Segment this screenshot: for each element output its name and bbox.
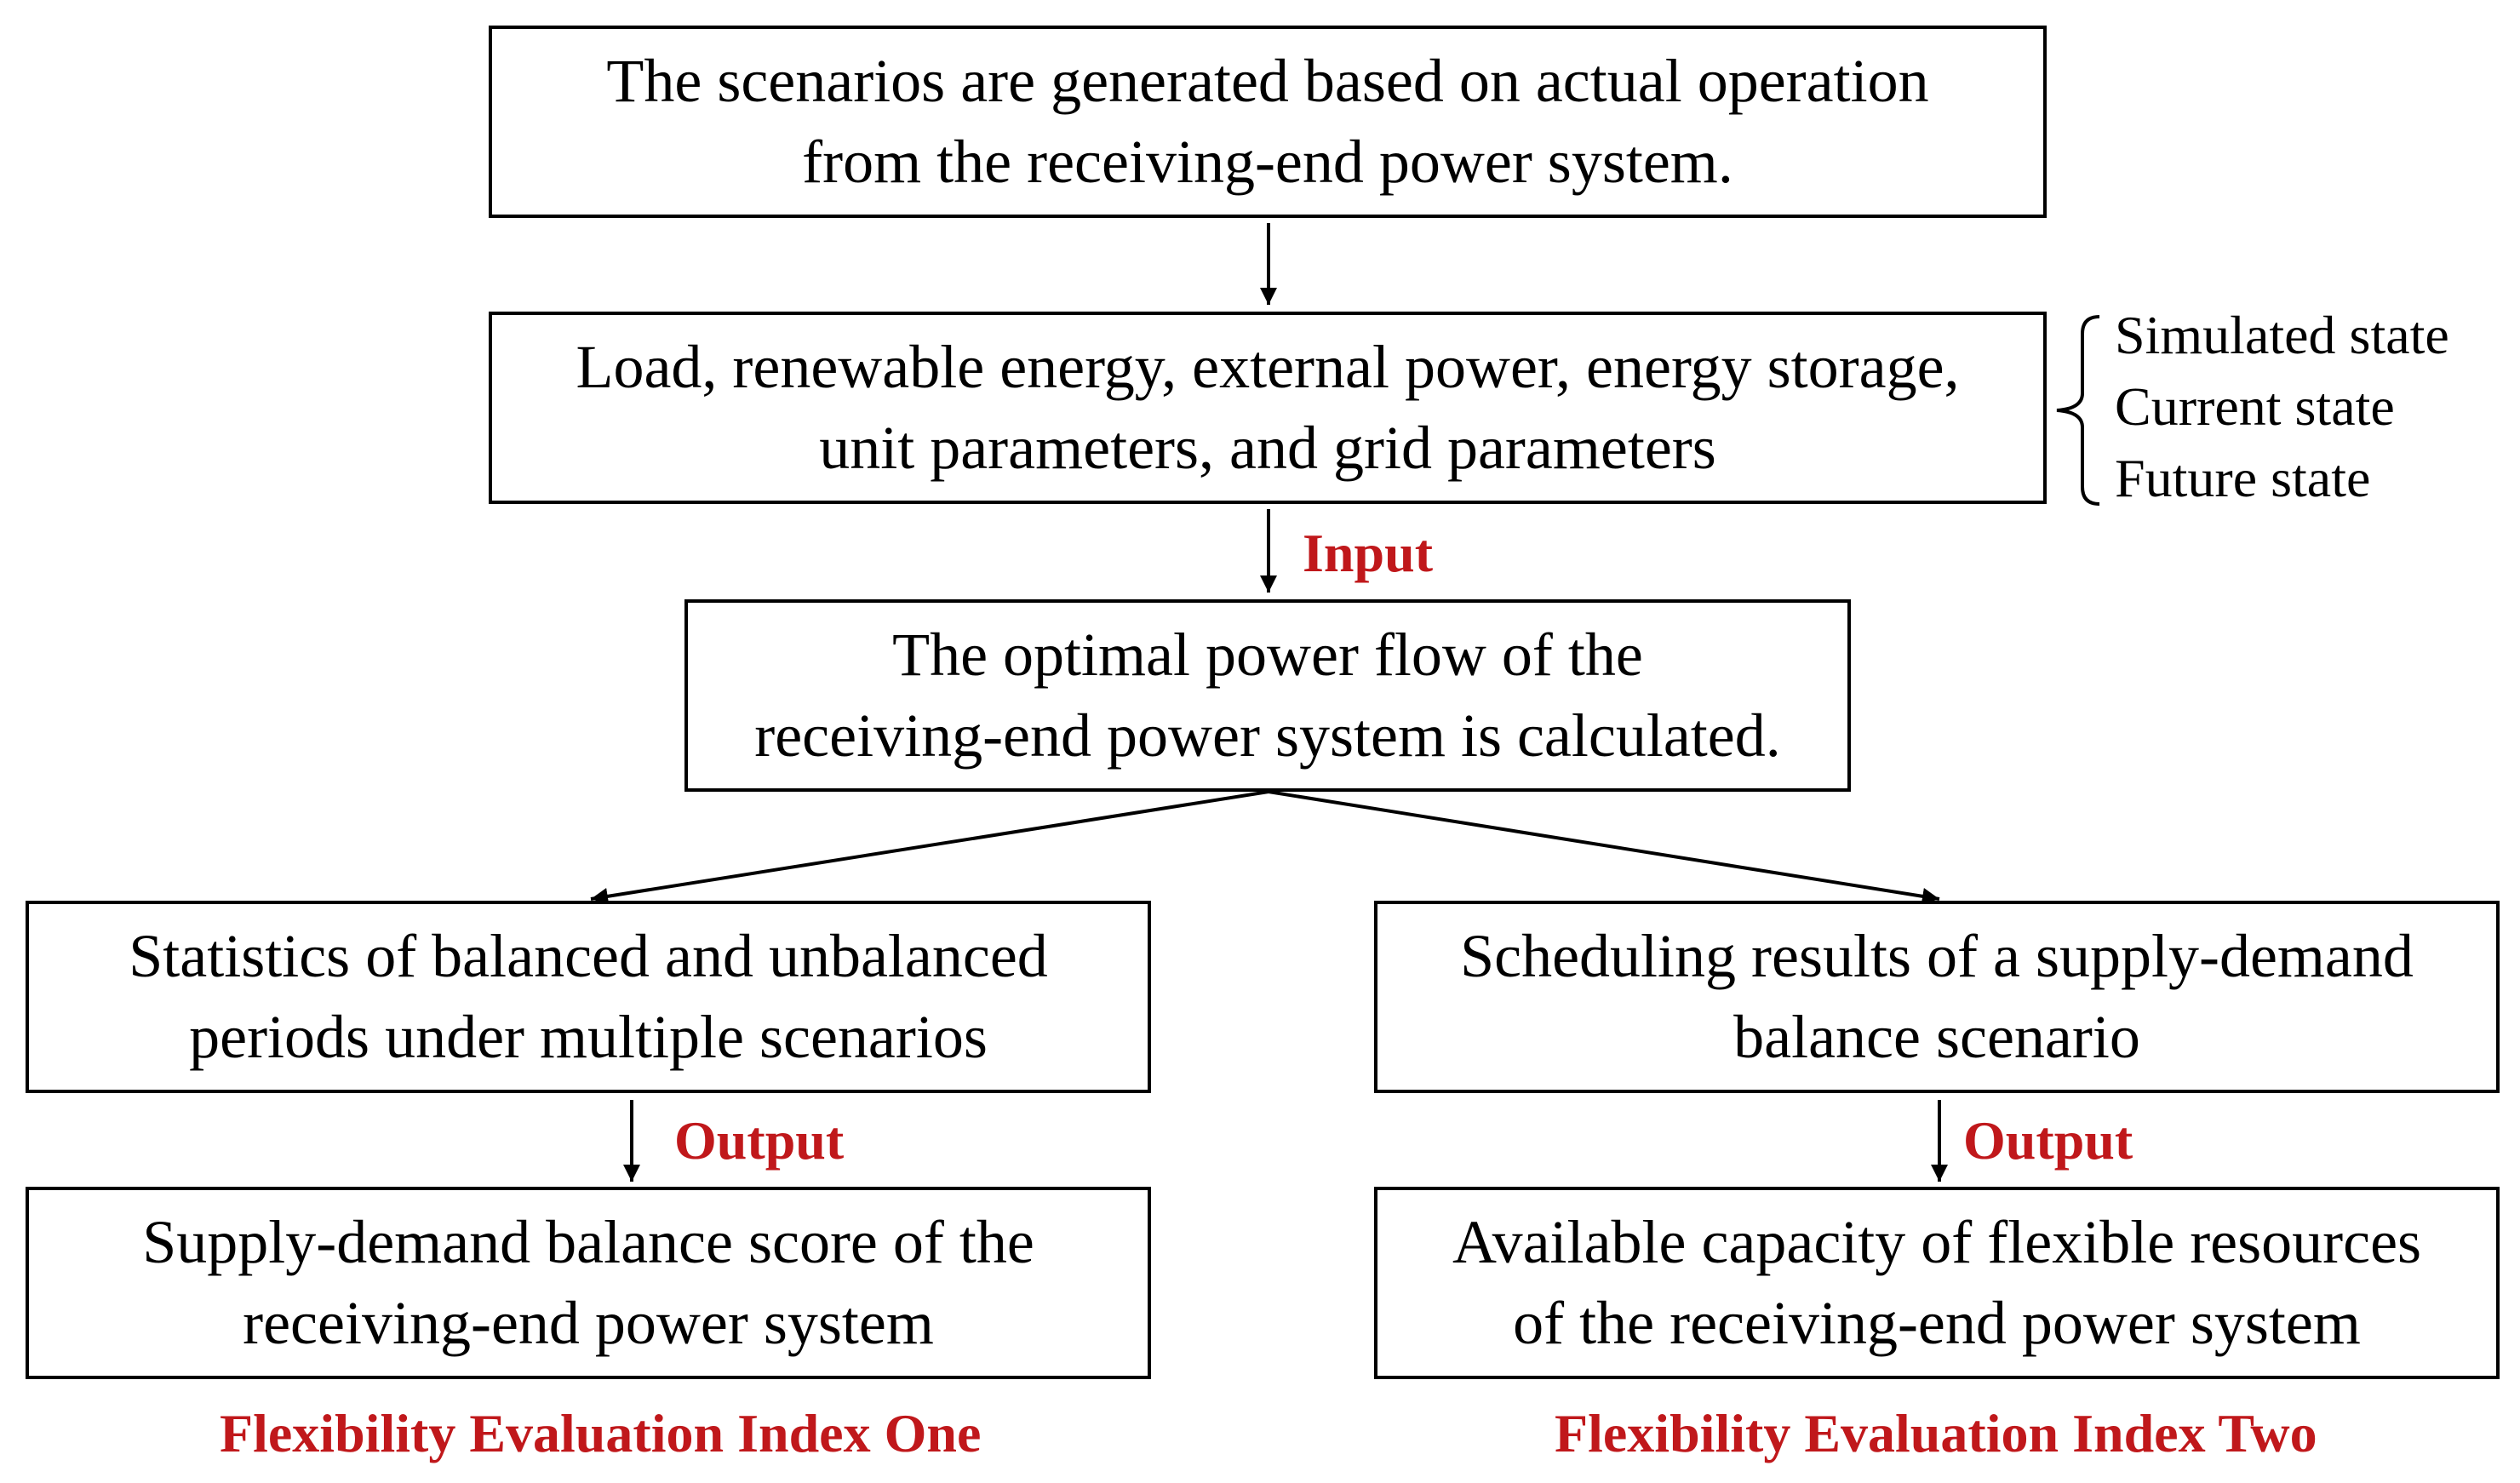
input-parameters-line2: unit parameters, and grid parameters — [819, 414, 1716, 482]
flexible-capacity-line2: of the receiving-end power system — [1513, 1289, 2361, 1357]
state-simulated: Simulated state — [2115, 305, 2449, 365]
balance-score-box: Supply-demand balance score of the recei… — [26, 1187, 1151, 1379]
output-label-right: Output — [1963, 1110, 2133, 1171]
balance-score-line2: receiving-end power system — [243, 1289, 934, 1357]
arrow-opf-to-statistics — [590, 790, 1269, 905]
scheduling-results-line2: balance scenario — [1733, 1003, 2140, 1071]
scheduling-results-line1: Scheduling results of a supply-demand — [1460, 921, 2414, 990]
optimal-power-flow-box: The optimal power flow of the receiving-… — [684, 599, 1851, 792]
index-one-caption: Flexibility Evaluation Index One — [220, 1403, 982, 1463]
index-two-caption: Flexibility Evaluation Index Two — [1555, 1403, 2317, 1463]
flexible-capacity-box: Available capacity of flexible resources… — [1374, 1187, 2500, 1379]
scenario-generation-line1: The scenarios are generated based on act… — [606, 46, 1929, 115]
state-current: Current state — [2115, 376, 2395, 437]
state-brace — [2056, 315, 2100, 506]
scenario-generation-box: The scenarios are generated based on act… — [489, 26, 2047, 218]
input-parameters-line1: Load, renewable energy, external power, … — [576, 332, 1960, 401]
scheduling-results-box: Scheduling results of a supply-demand ba… — [1374, 901, 2500, 1093]
flexible-capacity-line1: Available capacity of flexible resources — [1452, 1207, 2422, 1276]
balance-statistics-box: Statistics of balanced and unbalanced pe… — [26, 901, 1151, 1093]
arrow-opf-to-scheduling — [1268, 790, 1940, 905]
balance-score-line1: Supply-demand balance score of the — [142, 1207, 1034, 1276]
scenario-generation-line2: from the receiving-end power system. — [802, 128, 1733, 196]
input-parameters-box: Load, renewable energy, external power, … — [489, 312, 2047, 504]
input-label: Input — [1303, 523, 1433, 583]
balance-statistics-line2: periods under multiple scenarios — [189, 1003, 988, 1071]
optimal-power-flow-line2: receiving-end power system is calculated… — [754, 701, 1781, 770]
state-future: Future state — [2115, 448, 2371, 508]
optimal-power-flow-line1: The optimal power flow of the — [892, 620, 1643, 689]
balance-statistics-line1: Statistics of balanced and unbalanced — [129, 921, 1048, 990]
output-label-left: Output — [674, 1110, 845, 1171]
